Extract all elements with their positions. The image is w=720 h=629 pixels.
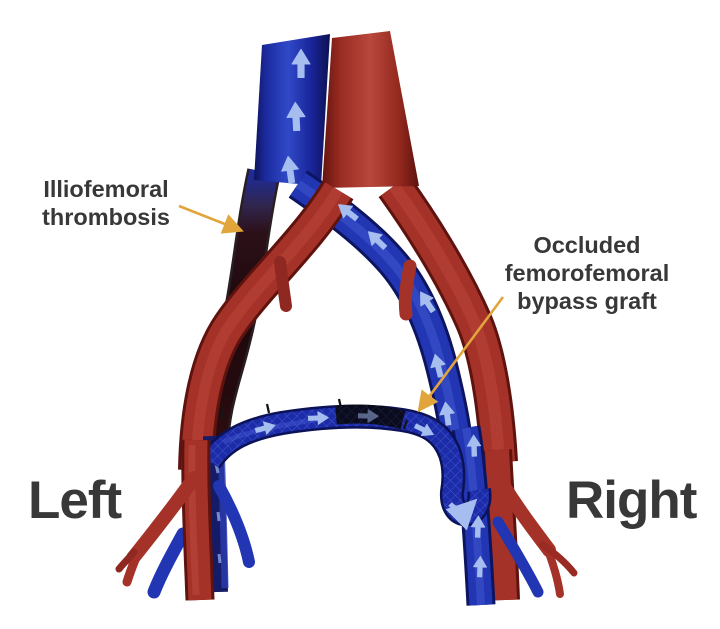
graft-hook-flow-arrow <box>445 498 478 531</box>
left-femoral-artery-stub <box>115 548 138 573</box>
left-femoral-artery-highlight <box>188 444 200 596</box>
vessel-network <box>115 31 578 606</box>
right-side-label: Right <box>566 471 697 530</box>
left-side-label: Left <box>28 471 122 530</box>
left-femoral-vein-branch <box>213 480 255 568</box>
flow-arrows <box>253 48 488 578</box>
right-iliac-artery <box>381 176 515 463</box>
occluded-graft-label-line2: femorofemoral <box>505 260 670 286</box>
occluded-graft-label-line1: Occluded <box>533 232 640 258</box>
thrombosis-label-line1: Illiofemoral <box>43 176 168 202</box>
labels: Illiofemoral thrombosis Occluded femorof… <box>28 176 698 530</box>
annotation-arrows <box>178 204 505 413</box>
left-iliac-artery-highlight <box>190 187 343 471</box>
left-femoral-vein-edge <box>217 444 229 589</box>
aorta-trunk <box>322 31 419 188</box>
graft-suture-ticks <box>219 398 409 430</box>
graft-pointer-arrow <box>417 296 505 413</box>
thrombosis-label-line2: thrombosis <box>42 204 170 230</box>
left-femoral-artery <box>184 439 212 601</box>
left-femoral-artery-branch-cont <box>122 545 144 587</box>
left-iliac-artery <box>181 182 351 471</box>
thrombosis-pointer-arrow <box>178 204 244 234</box>
right-femoral-vein-branch <box>492 516 544 598</box>
left-saphenous-vein-branch <box>147 527 190 599</box>
right-internal-iliac-branch <box>398 259 417 321</box>
left-internal-iliac-branch <box>274 256 292 312</box>
right-femoral-artery-stub <box>539 541 578 577</box>
right-iliac-artery-highlight <box>389 182 505 463</box>
occluded-graft-label-line3: bypass graft <box>517 288 657 314</box>
